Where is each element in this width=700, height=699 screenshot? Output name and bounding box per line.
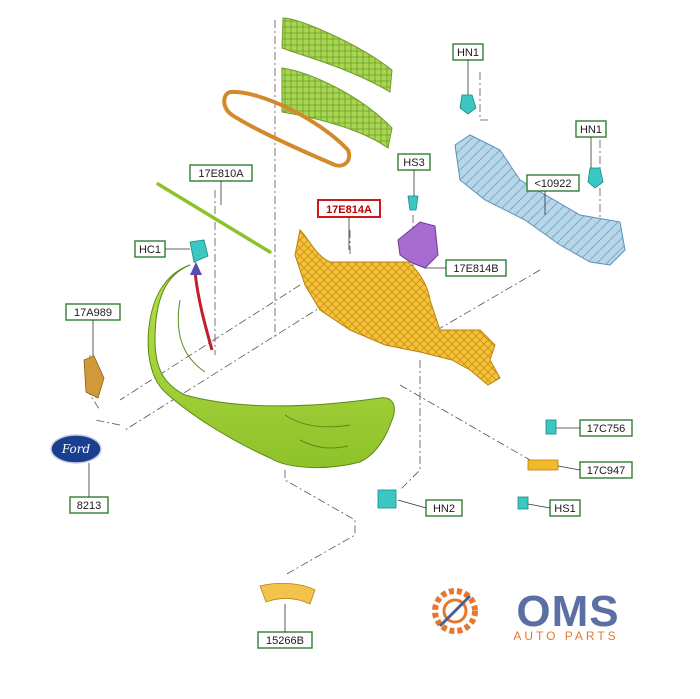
label-17c756: 17C756 xyxy=(579,419,633,437)
label-8213: 8213 xyxy=(69,496,109,514)
label-17c947-text: 17C947 xyxy=(587,465,626,477)
side-reflector xyxy=(83,355,105,399)
label-17e810a: 17E810A xyxy=(189,164,253,182)
label-10922: <10922 xyxy=(526,174,580,192)
label-17c947: 17C947 xyxy=(579,461,633,479)
bumper-reinforcement xyxy=(454,134,626,266)
oms-logo-tagline: AUTO PARTS xyxy=(513,629,618,643)
ford-badge: Ford xyxy=(50,434,102,464)
fog-lamp-bezel xyxy=(259,582,316,605)
label-hs1: HS1 xyxy=(549,499,581,517)
clip-hs3 xyxy=(407,195,419,211)
label-hs3-text: HS3 xyxy=(403,157,424,169)
bracket-17c947 xyxy=(527,459,559,471)
label-17e810a-text: 17E810A xyxy=(198,168,244,180)
ford-badge-text: Ford xyxy=(61,442,91,456)
label-15266b-text: 15266B xyxy=(266,635,304,647)
grille-surround xyxy=(222,89,352,168)
label-hs3: HS3 xyxy=(397,153,431,171)
label-hn1-top: HN1 xyxy=(452,43,484,61)
label-17e814a: 17E814A xyxy=(317,199,381,218)
clip-hs1 xyxy=(517,496,529,510)
label-17e814b-text: 17E814B xyxy=(453,263,498,275)
oms-logo-brand: OMS xyxy=(516,587,619,636)
label-hn1-right: HN1 xyxy=(575,120,607,138)
clip-17c756 xyxy=(545,419,557,435)
label-connectors xyxy=(88,60,592,632)
label-10922-text: <10922 xyxy=(534,178,571,190)
label-hn2-text: HN2 xyxy=(433,503,455,515)
label-17a989: 17A989 xyxy=(65,303,121,321)
clip-hn1-right xyxy=(587,167,604,189)
tow-arrow xyxy=(190,262,214,351)
label-8213-text: 8213 xyxy=(77,500,101,512)
deflector-strip xyxy=(156,182,272,254)
label-17a989-text: 17A989 xyxy=(74,307,112,319)
label-hn1-top-text: HN1 xyxy=(457,47,479,59)
oms-logo: OMS AUTO PARTS xyxy=(432,587,619,643)
label-hc1-text: HC1 xyxy=(139,244,161,256)
label-17c756-text: 17C756 xyxy=(587,423,626,435)
upper-grille xyxy=(281,17,393,93)
energy-absorber xyxy=(294,228,501,386)
label-17e814b: 17E814B xyxy=(445,259,507,277)
label-17e814a-text: 17E814A xyxy=(326,204,372,216)
clip-hn1-top xyxy=(459,94,477,115)
label-hs1-text: HS1 xyxy=(554,503,575,515)
support-bracket xyxy=(397,221,439,269)
bumper-cover xyxy=(147,264,395,469)
clip-hc1 xyxy=(189,239,209,263)
wrench-icon xyxy=(438,594,472,628)
label-hn2: HN2 xyxy=(425,499,463,517)
label-15266b: 15266B xyxy=(257,631,313,649)
label-hc1: HC1 xyxy=(134,240,166,258)
clip-hn2 xyxy=(377,489,397,509)
label-hn1-right-text: HN1 xyxy=(580,124,602,136)
